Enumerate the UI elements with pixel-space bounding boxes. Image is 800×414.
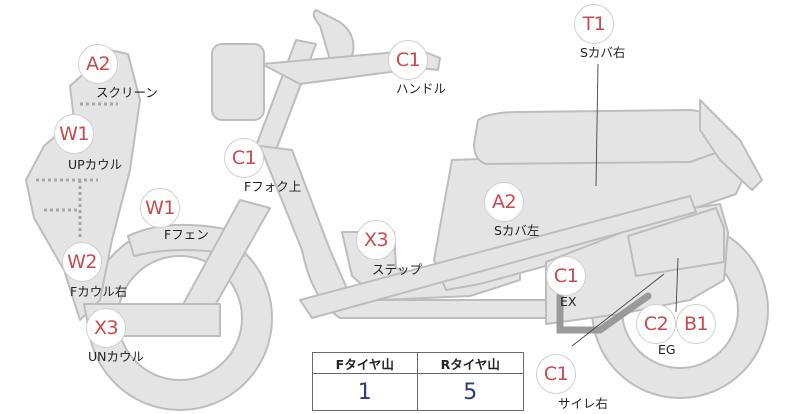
part-code-marker: X3 bbox=[86, 308, 126, 348]
part-code-marker: A2 bbox=[484, 182, 524, 222]
exhaust-pipe bbox=[556, 292, 652, 334]
seat bbox=[473, 109, 725, 165]
part-name-label: EG bbox=[658, 342, 676, 357]
leader-line bbox=[595, 63, 599, 187]
table-header-front-tire: Fタイヤ山 bbox=[312, 352, 418, 374]
down-tube bbox=[299, 195, 697, 319]
part-code-marker: C1 bbox=[546, 256, 586, 296]
table-header-row: Fタイヤ山 Rタイヤ山 bbox=[312, 352, 525, 374]
part-name-label: UNカウル bbox=[88, 349, 144, 364]
part-code-marker: W2 bbox=[62, 242, 102, 282]
part-name-label: サイレ右 bbox=[558, 396, 609, 411]
part-name-label: Fカウル右 bbox=[70, 284, 128, 299]
part-code-marker: B1 bbox=[676, 304, 716, 344]
headlight bbox=[312, 9, 355, 61]
table-header-rear-tire: Rタイヤ山 bbox=[416, 352, 525, 374]
muffler bbox=[627, 207, 725, 277]
part-code-marker: A2 bbox=[78, 44, 118, 84]
part-code-marker: C1 bbox=[536, 354, 576, 394]
part-code-marker: X3 bbox=[356, 220, 396, 260]
leader-line bbox=[571, 273, 665, 347]
part-name-label: Fフォク上 bbox=[244, 179, 302, 194]
part-name-label: EX bbox=[560, 294, 577, 309]
part-name-label: ステップ bbox=[372, 262, 423, 277]
front-tire-value: 1 bbox=[312, 373, 418, 411]
part-name-label: Sカバ左 bbox=[494, 223, 540, 238]
rear-tire-value: 5 bbox=[416, 373, 525, 411]
part-code-marker: W1 bbox=[54, 114, 94, 154]
part-name-label: スクリーン bbox=[96, 85, 158, 100]
part-code-marker: C1 bbox=[388, 40, 428, 80]
part-name-label: Sカバ右 bbox=[580, 45, 626, 60]
part-name-label: ハンドル bbox=[396, 81, 447, 96]
tire-tread-table: Fタイヤ山 Rタイヤ山 1 5 bbox=[312, 352, 525, 411]
part-code-marker: C2 bbox=[636, 304, 676, 344]
meter-block bbox=[211, 43, 265, 121]
leader-line bbox=[675, 257, 679, 313]
part-code-marker: T1 bbox=[574, 4, 614, 44]
rear-tail bbox=[699, 99, 763, 191]
part-name-label: Fフェン bbox=[164, 227, 209, 242]
part-name-label: UPカウル bbox=[68, 157, 123, 172]
part-code-marker: W1 bbox=[140, 188, 180, 228]
table-row: 1 5 bbox=[312, 373, 525, 411]
part-code-marker: C1 bbox=[224, 138, 264, 178]
